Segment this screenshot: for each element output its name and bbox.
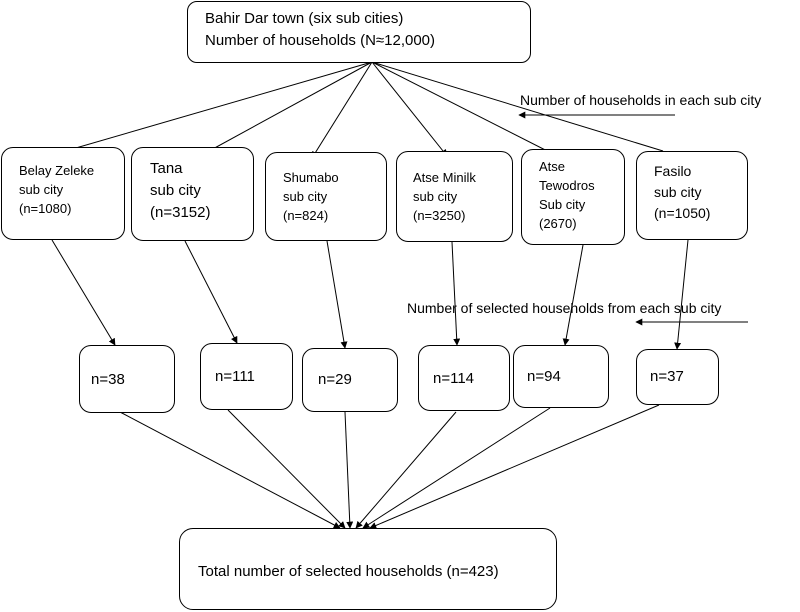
subcity-name: Atse Minilk [413,170,476,185]
arrow-shumabo-to-sample [326,240,348,349]
subcity-box-tana: Tana sub city (n=3152) [131,147,254,241]
total-box: Total number of selected households (n=4… [179,528,557,610]
town-box: Bahir Dar town (six sub cities) Number o… [187,1,531,63]
arrow-atse-minilk-to-sample [451,241,461,346]
arrow-top-to-tana [199,61,373,157]
annotation-households-each: Number of households in each sub city [520,92,762,108]
subcity-box-atse-tewodros: Atse Tewodros Sub city (2670) [521,149,625,245]
arrow-top-to-shumabo [311,61,373,159]
town-title: Bahir Dar town (six sub cities) [205,10,404,27]
subcity-label: sub city [283,189,328,204]
arrow-atse-tewodros-to-sample [562,244,584,346]
sample-count: n=29 [318,371,352,388]
sample-count: n=114 [433,370,475,387]
subcity-label: sub city [413,189,458,204]
subcity-label: sub city [150,182,201,199]
subcity-label: sub city [654,184,702,200]
subcity-count: (n=1080) [19,201,72,216]
subcity-name: Belay Zeleke [19,163,95,178]
subcity-count: (2670) [539,216,577,231]
arrow-sample4-to-total [355,411,457,529]
arrow-sample5-to-total [362,407,551,529]
sample-box-belay-zeleke: n=38 [79,345,175,413]
town-households: Number of households (N≈12,000) [205,32,436,49]
subcity-name: Atse [539,159,566,174]
arrow-top-to-atse-tewodros [371,61,566,161]
subcity-count: (n=824) [283,208,329,223]
sample-count: n=111 [215,368,255,385]
arrow-top-to-atse-minilk [371,61,448,157]
arrow-fasilo-to-sample [674,239,689,350]
sample-box-fasilo: n=37 [636,349,719,405]
sample-count: n=94 [527,368,561,385]
sample-count: n=37 [650,368,684,385]
subcity-name-2: Tewodros [539,178,595,193]
annotation-selected-each: Number of selected households from each … [407,300,722,316]
arrow-sample2-to-total [227,409,346,529]
total-selected-households: Total number of selected households (n=4… [198,563,499,580]
sample-box-atse-tewodros: n=94 [513,345,609,408]
sample-box-shumabo: n=29 [302,348,398,412]
subcity-box-belay-zeleke: Belay Zeleke sub city (n=1080) [1,147,125,240]
subcity-count: (n=3152) [150,204,211,221]
sample-count: n=38 [91,371,125,388]
subcity-box-fasilo: Fasilo sub city (n=1050) [636,151,748,240]
arrow-tana-to-sample [184,240,238,344]
subcity-label: Sub city [539,197,586,212]
subcity-box-atse-minilk: Atse Minilk sub city (n=3250) [396,151,513,242]
arrow-top-to-fasilo [371,61,664,152]
subcity-name: Shumabo [283,170,339,185]
subcity-count: (n=3250) [413,208,466,223]
subcity-box-shumabo: Shumabo sub city (n=824) [265,152,387,241]
subcity-name: Tana [150,160,183,177]
arrow-sample1-to-total [119,411,341,529]
subcity-name: Fasilo [654,163,692,179]
arrow-top-to-belay [61,61,373,154]
subcity-count: (n=1050) [654,205,711,221]
sample-box-tana: n=111 [200,343,293,410]
arrow-sample3-to-total [344,411,354,529]
arrow-sample6-to-total [369,404,660,529]
sample-box-atse-minilk: n=114 [418,345,510,411]
subcity-label: sub city [19,182,64,197]
arrow-belay-to-sample [51,239,116,346]
